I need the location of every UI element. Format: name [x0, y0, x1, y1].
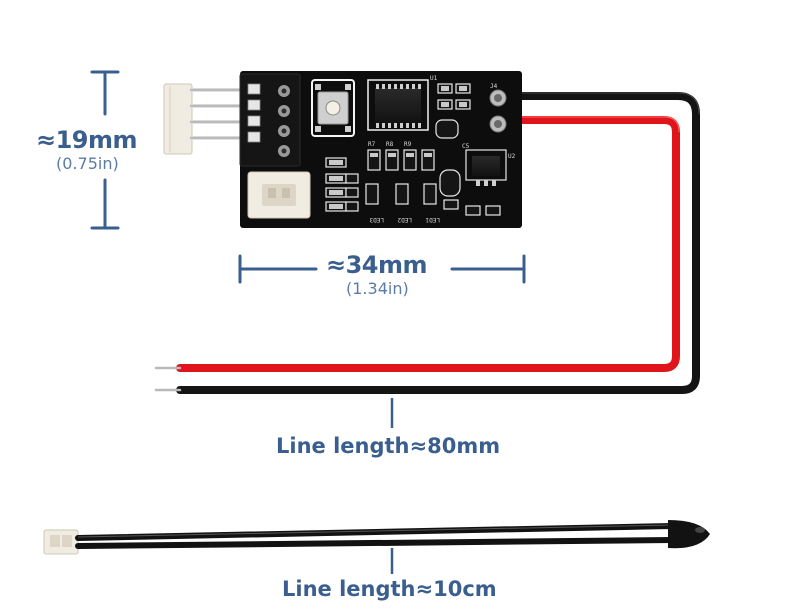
silk-led1: LED1: [425, 216, 440, 223]
pcb-module: LED3 LED2 LED1 R7 R8 R9 U1 U2 C5 J4: [163, 71, 522, 228]
height-dimension-marker: [90, 70, 120, 230]
regulator: [465, 149, 507, 186]
thermistor-probe: [43, 520, 710, 555]
silk-u1: U1: [430, 75, 438, 82]
board-cable: [176, 92, 700, 394]
main-ic: [367, 79, 429, 131]
silk-r8: R8: [386, 141, 394, 148]
silk-u2: U2: [508, 153, 516, 160]
silk-r9: R9: [404, 141, 412, 148]
probe-cable-length-label: Line length≈10cm: [282, 577, 497, 601]
silk-c5: C5: [462, 143, 470, 150]
silk-r7: R7: [368, 141, 376, 148]
header-pins: [190, 88, 252, 140]
width-dimension-imperial: (1.34in): [346, 279, 409, 298]
solder-pads: [489, 89, 507, 133]
board-cable-length-label: Line length≈80mm: [276, 434, 501, 458]
tactile-switch: [311, 79, 355, 137]
wire-tips: [154, 366, 182, 392]
silk-j4: J4: [490, 83, 498, 90]
height-dimension-label: ≈19mm: [36, 126, 138, 154]
silk-led3: LED3: [369, 216, 384, 223]
width-dimension-label: ≈34mm: [326, 251, 428, 279]
silk-led2: LED2: [397, 216, 412, 223]
height-dimension-imperial: (0.75in): [56, 154, 119, 173]
width-dimension-marker: [238, 254, 526, 284]
